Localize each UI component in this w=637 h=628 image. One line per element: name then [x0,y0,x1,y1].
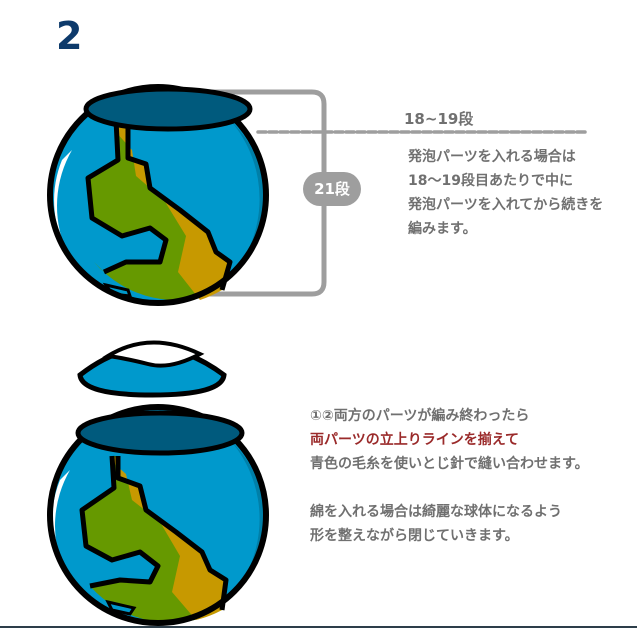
highlight-line: 両パーツの立上りラインを揃えて [310,432,520,448]
rows-label: 18~19段 [404,110,474,128]
globe-bottom-part [47,404,269,626]
note-line: 青色の毛糸を使いとじ針で縫い合わせます。 [310,456,589,472]
note-line: 形を整えながら閉じていきます。 [310,528,519,544]
total-rows-badge: 21段 [303,172,361,206]
note-line: 編みます。 [408,221,477,237]
note-line: 発泡パーツを入れてから続きを [408,197,604,213]
insert-foam-note: 発泡パーツを入れる場合は 18〜19段目あたりで中に 発泡パーツを入れてから続き… [408,145,603,241]
spacer [310,476,589,500]
bottom-border [0,626,637,628]
globe-top-part [47,84,269,306]
note-line: 綿を入れる場合は綺麗な球体になるよう [310,504,562,520]
sewing-instructions: ①②両方のパーツが編み終わったら 両パーツの立上りラインを揃えて 青色の毛糸を使… [310,404,589,548]
note-line: ①②両方のパーツが編み終わったら [310,408,530,424]
note-line: 発泡パーツを入れる場合は [408,149,576,165]
note-line: 18〜19段目あたりで中に [408,173,573,189]
step-number: 2 [56,14,83,58]
globe-lid-part [77,340,227,398]
